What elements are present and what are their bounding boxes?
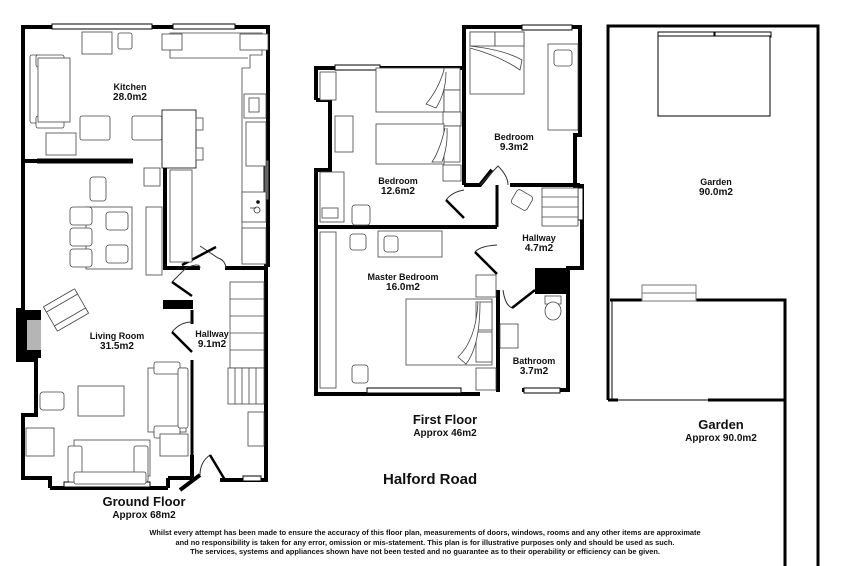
ground-floor-stairs [227, 281, 265, 447]
garden-plan [606, 24, 820, 566]
room-label-first-hallway: Hallway 4.7m2 [514, 233, 564, 255]
floor-title-garden: Garden Approx 90.0m2 [666, 417, 776, 444]
disclaimer-line: The services, systems and appliances sho… [190, 547, 660, 557]
first-floor-plan [314, 24, 584, 396]
floor-name: First Floor [412, 412, 478, 427]
ground-floor-plan [16, 23, 270, 492]
room-area: 12.6m2 [381, 186, 415, 198]
floor-title-ground: Ground Floor Approx 68m2 [86, 494, 202, 521]
room-name: Hallway [195, 329, 229, 339]
floor-area: Approx 68m2 [112, 509, 176, 521]
room-area: 16.0m2 [386, 282, 420, 294]
room-label-ground-hallway: Hallway 9.1m2 [190, 329, 234, 351]
room-label-bedroom-12-6: Bedroom 12.6m2 [370, 176, 426, 198]
room-area: 31.5m2 [100, 341, 134, 353]
disclaimer-line: Whilst every attempt has been made to en… [149, 528, 701, 537]
room-label-garden: Garden 90.0m2 [686, 177, 746, 199]
room-label-master-bedroom: Master Bedroom 16.0m2 [358, 272, 448, 294]
room-name: Garden [700, 177, 732, 187]
room-label-bathroom: Bathroom 3.7m2 [506, 356, 562, 378]
room-name: Bedroom [494, 132, 534, 142]
room-area: 4.7m2 [524, 243, 554, 255]
room-area: 28.0m2 [113, 92, 147, 104]
room-name: Bathroom [512, 356, 556, 366]
floor-area: Approx 46m2 [413, 427, 477, 439]
sink-icon [250, 200, 261, 214]
disclaimer-line: and no responsibility is taken for any e… [175, 537, 675, 547]
floor-area: Approx 90.0m2 [685, 432, 757, 444]
room-name: Bedroom [378, 176, 418, 186]
room-area: 3.7m2 [519, 366, 549, 378]
room-name: Kitchen [113, 82, 147, 92]
room-area: 9.1m2 [197, 339, 227, 351]
floor-name: Garden [698, 417, 744, 432]
room-area: 9.3m2 [499, 142, 529, 154]
room-label-bedroom-9-3: Bedroom 9.3m2 [486, 132, 542, 154]
disclaimer: Whilst every attempt has been made to en… [0, 528, 850, 557]
room-name: Master Bedroom [367, 272, 439, 282]
room-label-kitchen: Kitchen 28.0m2 [100, 82, 160, 104]
property-title: Halford Road [383, 471, 478, 488]
room-label-living-room: Living Room 31.5m2 [82, 331, 152, 353]
floor-name: Ground Floor [102, 494, 186, 509]
room-name: Living Room [89, 331, 145, 341]
room-name: Hallway [522, 233, 556, 243]
room-area: 90.0m2 [699, 187, 733, 199]
floor-title-first: First Floor Approx 46m2 [390, 412, 500, 439]
